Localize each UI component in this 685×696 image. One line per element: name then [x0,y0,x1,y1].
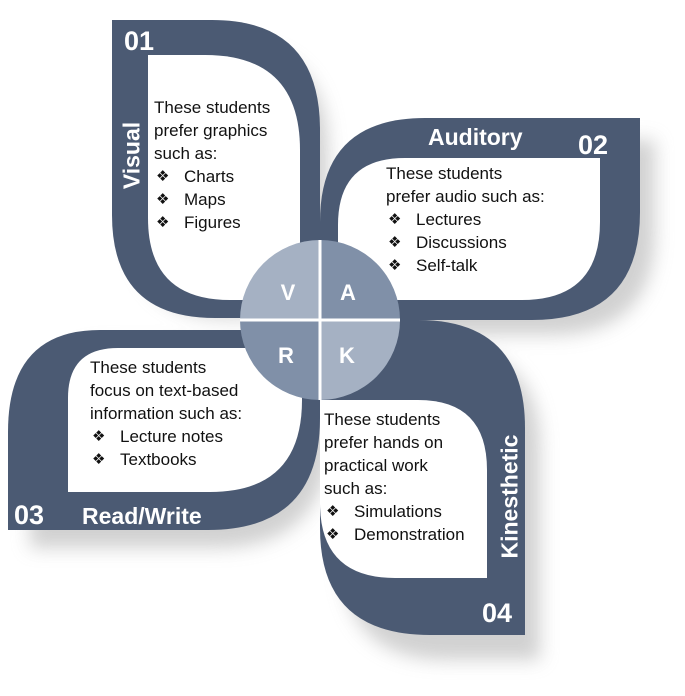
card-kinesthetic [320,400,487,578]
card-auditory [338,158,600,300]
auditory-intro: These students prefer audio such as: [386,164,545,206]
center-letter-r: R [278,343,294,368]
list-item: ❖Maps [156,190,226,209]
list-item: ❖Self-talk [388,256,478,275]
list-item: ❖Lectures [388,210,482,229]
kinesthetic-title: Kinesthetic [496,434,523,559]
list-item: ❖Discussions [388,233,507,252]
visual-title: Visual [118,121,145,190]
kinesthetic-intro: These students prefer hands on practical… [324,410,444,498]
auditory-number: 02 [578,130,609,160]
bullet-icon: ❖ [156,190,170,208]
list-item: ❖Charts [156,167,235,186]
cards [68,55,600,578]
center-letter-a: A [340,280,356,305]
visual-text: These students prefer graphics such as: … [154,96,270,234]
center-letter-k: K [339,343,355,368]
bullet-icon: ❖ [388,233,402,251]
list-item: ❖Simulations [326,502,442,521]
list-item: ❖Textbooks [92,450,197,469]
bullet-icon: ❖ [156,167,170,185]
readwrite-title: Read/Write [82,503,202,529]
list-item: ❖Figures [156,213,241,232]
bullet-icon: ❖ [388,256,402,274]
auditory-title: Auditory [428,124,523,150]
bullet-icon: ❖ [92,450,106,468]
kinesthetic-text: These students prefer hands on practical… [324,408,465,546]
center-circle [240,240,400,400]
visual-intro: These students prefer graphics such as: [154,98,271,163]
bullet-icon: ❖ [92,427,106,445]
visual-number: 01 [124,26,155,56]
center-letter-v: V [280,280,296,305]
card-visual [148,55,300,300]
readwrite-text: These students focus on text-based infor… [90,356,242,471]
bullet-icon: ❖ [156,213,170,231]
kinesthetic-number: 04 [482,598,513,628]
card-readwrite [68,348,302,492]
list-item: ❖Lecture notes [92,427,224,446]
bullet-icon: ❖ [326,525,340,543]
readwrite-intro: These students focus on text-based infor… [90,358,243,423]
bullet-icon: ❖ [326,502,340,520]
list-item: ❖Demonstration [326,525,465,544]
auditory-text: These students prefer audio such as: ❖Le… [386,162,545,277]
bullet-icon: ❖ [388,210,402,228]
readwrite-number: 03 [14,500,45,530]
